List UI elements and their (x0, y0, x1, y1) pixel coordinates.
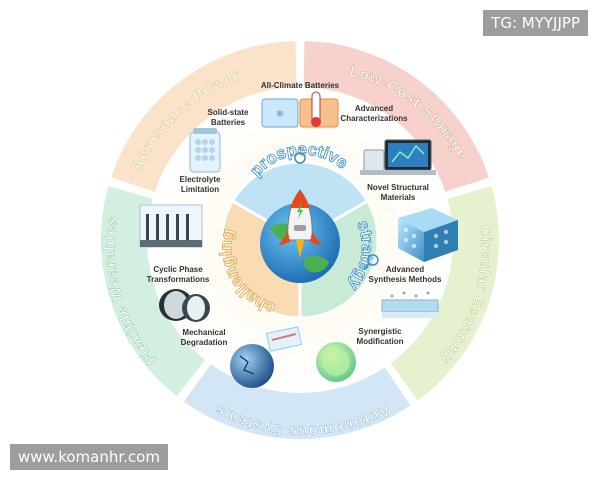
topic-label: All-Climate Batteries (261, 81, 340, 90)
structural-materials-cube-illustration (398, 208, 458, 262)
rocket-earth-illustration (260, 189, 340, 283)
synthesis-film-illustration (381, 291, 439, 318)
watermark-url: www.komanhr.com (10, 444, 168, 470)
synergistic-sphere-illustration (316, 342, 356, 382)
lightbulb-icon (294, 147, 306, 164)
svg-text:❄: ❄ (276, 109, 284, 120)
electrolyte-illustration (139, 204, 203, 248)
phase-transformation-illustration (159, 289, 210, 322)
all-climate-battery-illustration: ❄ (261, 91, 339, 128)
solid-state-battery-illustration (189, 128, 221, 173)
characterization-instrument-illustration (360, 139, 436, 175)
mechanical-degradation-sphere-illustration (230, 326, 303, 388)
magnifier-icon (363, 254, 379, 270)
watermark-tg: TG: MYYJJPP (483, 10, 588, 36)
